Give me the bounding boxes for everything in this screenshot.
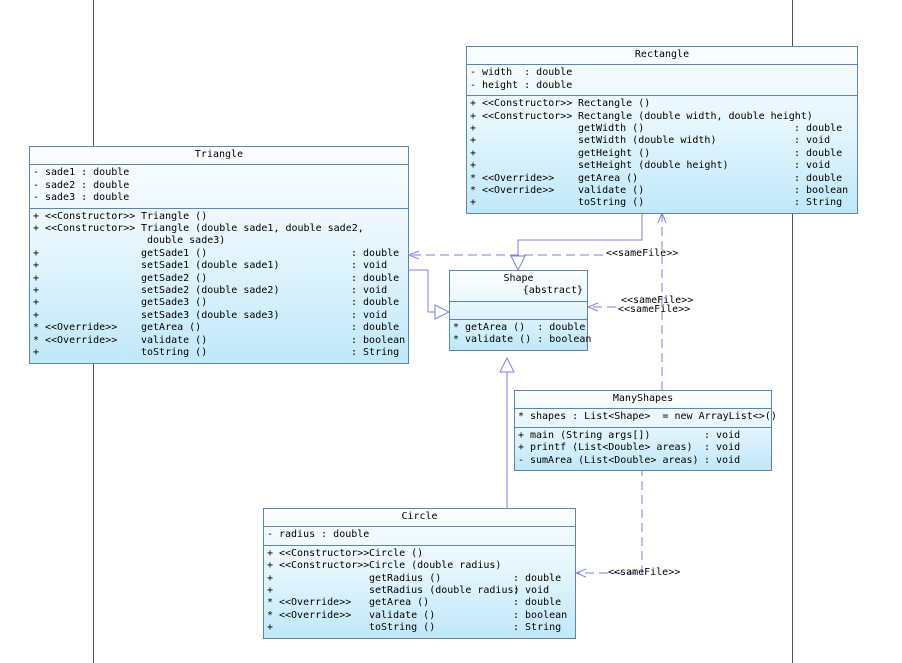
field-row: *shapes : List<Shape> = new ArrayList<>(… <box>518 411 777 423</box>
field-row: -sade3 : double <box>33 192 130 204</box>
method-row: *<<Override>>getArea (): double <box>33 322 400 334</box>
methods-section: +main (String args[]): void +printf (Lis… <box>515 428 771 470</box>
method-row: +setRadius (double radius): void <box>267 585 550 597</box>
fields-section: -radius : double <box>264 527 575 546</box>
method-row: +setHeight (double height): void <box>470 160 831 172</box>
method-row: +<<Constructor>>Triangle () <box>33 210 208 222</box>
class-title: Triangle <box>30 147 408 166</box>
method-row: +setSade1 (double sade1): void <box>33 260 388 272</box>
field-row: -sade2 : double <box>33 179 130 191</box>
method-row: *<<Override>>validate (): boolean <box>267 609 568 621</box>
method-row: +getSade3 (): double <box>33 297 400 309</box>
method-row: +<<Constructor>>Circle () <box>267 547 424 559</box>
fields-section: -sade1 : double -sade2 : double -sade3 :… <box>30 165 408 209</box>
class-shape[interactable]: Shape {abstract} *getArea () : double *v… <box>449 270 592 351</box>
samefile-label-circle: <<sameFile>> <box>608 567 681 578</box>
class-header: Shape {abstract} <box>450 271 587 302</box>
method-row: *validate () : boolean <box>453 334 592 346</box>
method-row: +<<Constructor>>Rectangle (double width,… <box>470 110 813 122</box>
samefile-label-shape: <<sameFile>> <box>618 304 691 315</box>
generalization-triangle-circle <box>499 356 515 373</box>
method-row: +<<Constructor>>Circle (double radius) <box>267 560 502 572</box>
class-title: Rectangle <box>467 47 857 66</box>
method-row: *<<Override>>validate (): boolean <box>33 334 406 346</box>
methods-section: +<<Constructor>>Circle () +<<Constructor… <box>264 546 575 638</box>
samefile-label-triangle: <<sameFile>> <box>606 248 679 259</box>
method-row: *<<Override>>validate (): boolean <box>470 185 849 197</box>
method-row: +printf (List<Double> areas): void <box>518 442 741 454</box>
class-title: ManyShapes <box>515 391 771 410</box>
methods-section: *getArea () : double *validate () : bool… <box>450 320 592 350</box>
method-row: *getArea () : double <box>453 321 586 333</box>
method-row: -sumArea (List<Double> areas): void <box>518 454 741 466</box>
class-title: Shape <box>503 273 534 284</box>
method-row: +getRadius (): double <box>267 572 562 584</box>
class-manyshapes[interactable]: ManyShapes *shapes : List<Shape> = new A… <box>514 390 777 472</box>
method-row: *<<Override>>getArea (): double <box>470 172 843 184</box>
method-row: +getWidth (): double <box>470 123 843 135</box>
generalization-triangle-rectangle <box>510 255 526 272</box>
page-border-right <box>792 0 793 663</box>
samefile-dependency-circle <box>576 467 643 573</box>
generalization-triangle-triangle <box>434 304 451 320</box>
method-row: double sade3) <box>141 235 226 247</box>
class-rectangle[interactable]: Rectangle -width : double -height : doub… <box>466 46 858 214</box>
method-row: *<<Override>>getArea (): double <box>267 597 562 609</box>
method-row: +main (String args[]): void <box>518 429 741 441</box>
triangle-extends-shape-line <box>409 269 449 313</box>
class-stereotype: {abstract} <box>522 285 583 297</box>
method-row: +toString (): String <box>470 197 843 209</box>
method-row: +getSade2 (): double <box>33 272 400 284</box>
field-row: -width : double <box>470 67 573 79</box>
samefile-label-shape-upper: <<sameFile>> <box>621 295 694 306</box>
method-row: +toString (): String <box>267 622 562 634</box>
class-circle[interactable]: Circle -radius : double +<<Constructor>>… <box>263 508 576 639</box>
methods-section: +<<Constructor>>Rectangle () +<<Construc… <box>467 96 857 213</box>
rectangle-extends-shape-line <box>517 213 643 270</box>
field-row: -sade1 : double <box>33 167 130 179</box>
fields-section: -width : double -height : double <box>467 65 857 97</box>
method-row: +toString (): String <box>33 347 400 359</box>
fields-section: *shapes : List<Shape> = new ArrayList<>(… <box>515 409 777 428</box>
method-row: +setSade3 (double sade3): void <box>33 309 388 321</box>
field-row: -height : double <box>470 79 573 91</box>
method-row: +setSade2 (double sade2): void <box>33 285 388 297</box>
methods-section: +<<Constructor>>Triangle () +<<Construct… <box>30 209 408 363</box>
method-row: +<<Constructor>>Triangle (double sade1, … <box>33 223 364 235</box>
method-row: +<<Constructor>>Rectangle () <box>470 98 651 110</box>
class-title: Circle <box>264 509 575 528</box>
fields-section <box>450 302 587 320</box>
class-triangle[interactable]: Triangle -sade1 : double -sade2 : double… <box>29 146 409 364</box>
method-row: +getHeight (): double <box>470 147 843 159</box>
method-row: +setWidth (double width): void <box>470 135 831 147</box>
method-row: +getSade1 (): double <box>33 247 400 259</box>
field-row: -radius : double <box>267 529 370 541</box>
